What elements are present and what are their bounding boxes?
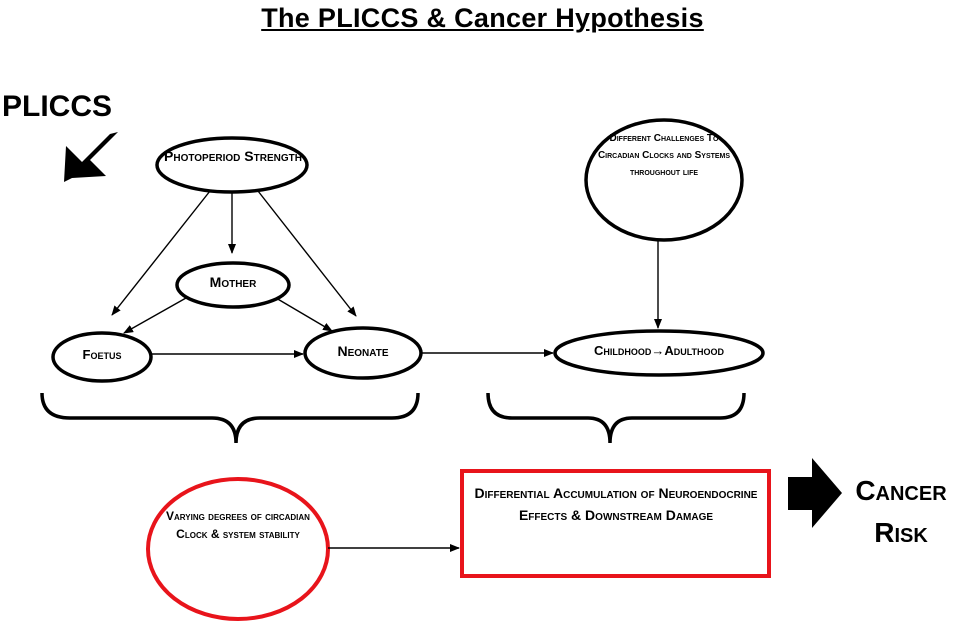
varying-node	[146, 477, 330, 621]
photoperiod-label: Photoperiod Strength	[164, 148, 302, 164]
mother-label: Mother	[209, 274, 257, 290]
childhood-label: Childhood→Adulthood	[593, 343, 725, 358]
arrow-mother-foetus	[123, 297, 187, 334]
challenges-label: Different Challenges To Circadian Clocks…	[597, 133, 731, 179]
varying-label: Varying degrees of circadian Clock & sys…	[166, 509, 310, 541]
cancer-risk-label: Cancer Risk	[855, 475, 947, 548]
differential-box	[460, 469, 771, 578]
childhood-node	[553, 329, 765, 377]
cancer-risk-arrow-icon	[788, 458, 842, 528]
neonate-node	[303, 326, 423, 380]
mother-node	[175, 261, 291, 309]
arrow-photo-foetus	[111, 190, 211, 316]
right-brace	[486, 392, 746, 444]
left-brace	[40, 392, 420, 444]
plicccs-arrow-icon	[64, 132, 118, 182]
challenges-node	[584, 118, 744, 242]
arrow-photo-neonate	[257, 190, 357, 317]
foetus-label: Foetus	[82, 347, 122, 362]
plicccs-label: PLICCS	[2, 90, 113, 123]
neonate-label: Neonate	[337, 343, 389, 359]
arrow-mother-neonate	[275, 297, 333, 332]
differential-label: Differential Accumulation of Neuroendocr…	[474, 485, 758, 524]
foetus-node	[51, 331, 153, 383]
page-title: The PLICCS & Cancer Hypothesis	[261, 3, 704, 33]
